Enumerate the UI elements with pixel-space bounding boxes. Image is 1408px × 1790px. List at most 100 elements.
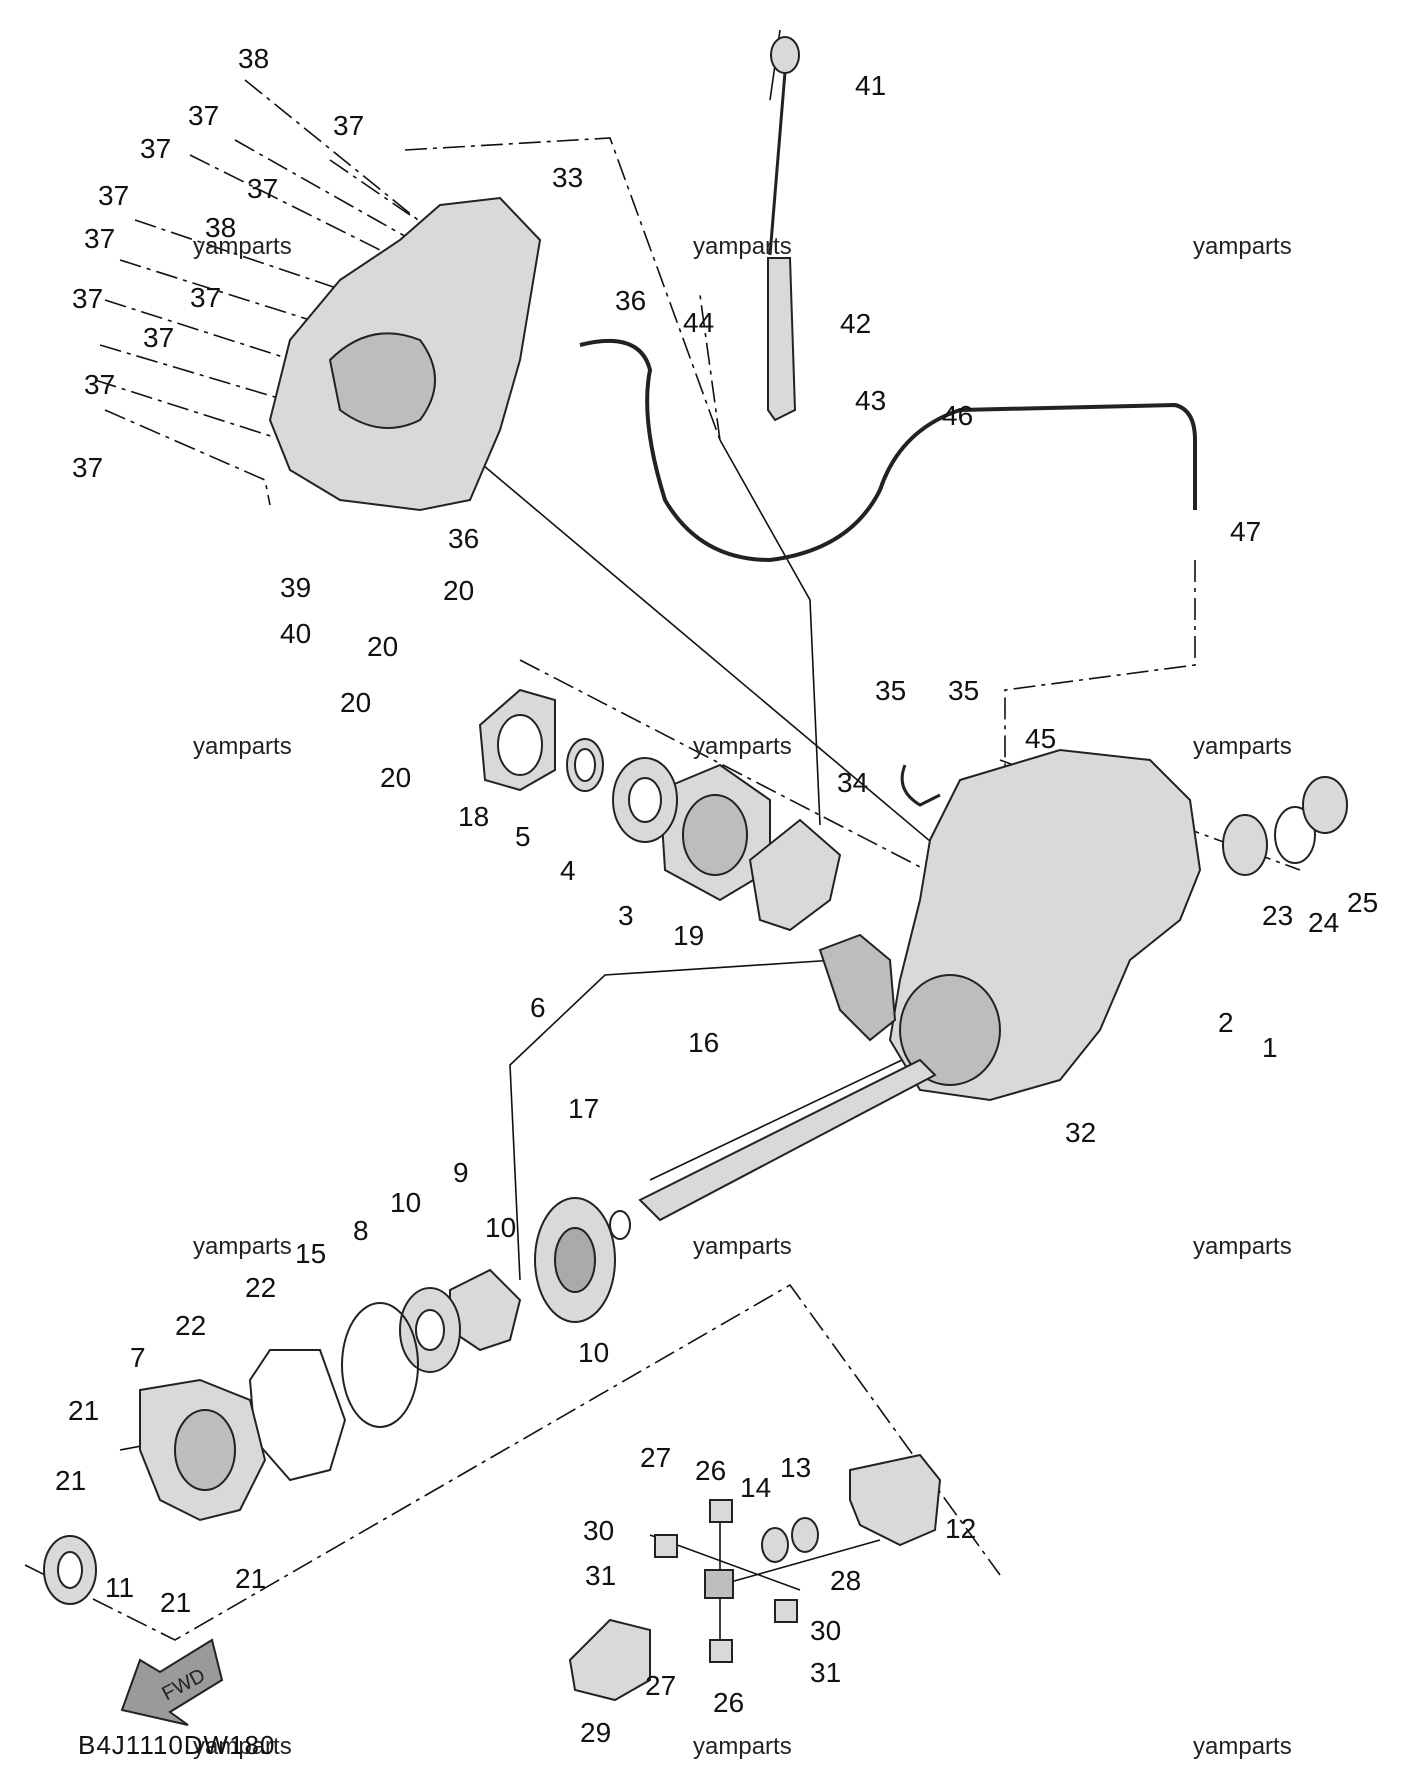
watermark: yamparts — [693, 1233, 792, 1260]
callout-label: 17 — [568, 1093, 599, 1124]
watermark: yamparts — [1193, 233, 1292, 260]
callout-label: 30 — [583, 1515, 614, 1546]
callout-label: 41 — [855, 70, 886, 101]
clamp-part-34 — [900, 764, 941, 807]
callout-label: 46 — [942, 400, 973, 431]
callout-label: 19 — [673, 920, 704, 951]
callout-label: 37 — [72, 452, 103, 483]
tube-part-42 — [767, 257, 797, 422]
callout-label: 26 — [713, 1687, 744, 1718]
cap-part-26-bottom — [709, 1639, 733, 1663]
callout-label: 1 — [1262, 1032, 1278, 1063]
callout-label: 36 — [615, 285, 646, 316]
callout-label: 20 — [367, 631, 398, 662]
callout-label: 39 — [280, 572, 311, 603]
callout-label: 10 — [578, 1337, 609, 1368]
cap-part-30-left — [654, 1534, 678, 1558]
callout-label: 38 — [238, 43, 269, 74]
pinion-gear — [818, 933, 897, 1042]
callout-label: 29 — [580, 1717, 611, 1748]
dipstick-cap-41 — [770, 36, 800, 74]
callout-label: 20 — [340, 687, 371, 718]
callout-label: 37 — [143, 322, 174, 353]
watermark: yamparts — [1193, 733, 1292, 760]
callout-label: 23 — [1262, 900, 1293, 931]
callout-label: 31 — [810, 1657, 841, 1688]
cap-part-26-top — [709, 1499, 733, 1523]
callout-label: 37 — [188, 100, 219, 131]
callout-label: 7 — [130, 1342, 146, 1373]
seal-part-23 — [1222, 814, 1268, 876]
callout-label: 34 — [837, 767, 868, 798]
callout-label: 37 — [98, 180, 129, 211]
callout-label: 28 — [830, 1565, 861, 1596]
callout-label: 10 — [390, 1187, 421, 1218]
washer-part-14 — [761, 1527, 789, 1563]
callout-label: 37 — [247, 173, 278, 204]
callout-label: 35 — [948, 675, 979, 706]
yoke-part-29 — [568, 1618, 651, 1702]
yoke-part-12 — [849, 1453, 942, 1547]
callout-label: 11 — [105, 1572, 134, 1603]
callout-label: 40 — [280, 618, 311, 649]
callout-label: 6 — [530, 992, 546, 1023]
watermark: yamparts — [193, 733, 292, 760]
callout-label: 42 — [840, 308, 871, 339]
gasket-part-19 — [748, 818, 842, 932]
diagram-code: B4J1110DW180 — [78, 1730, 276, 1760]
watermark: yamparts — [693, 233, 792, 260]
callout-label: 31 — [585, 1560, 616, 1591]
callout-label: 24 — [1308, 907, 1339, 938]
washer-part-13 — [791, 1517, 819, 1553]
callout-label: 37 — [190, 282, 221, 313]
cap-part-30-right — [774, 1599, 798, 1623]
watermark: yamparts — [1193, 1233, 1292, 1260]
callout-label: 16 — [688, 1027, 719, 1058]
watermark: yamparts — [693, 733, 792, 760]
callout-label: 12 — [945, 1513, 976, 1544]
watermark: yamparts — [193, 1733, 292, 1760]
callout-label: 20 — [380, 762, 411, 793]
gasket-part-22 — [248, 1349, 347, 1482]
seal-part-25 — [1302, 776, 1348, 834]
callout-label: 21 — [235, 1563, 266, 1594]
callout-label: 45 — [1025, 723, 1056, 754]
callout-label: 33 — [552, 162, 583, 193]
callout-label: 18 — [458, 801, 489, 832]
callout-label: 43 — [855, 385, 886, 416]
callout-label: 21 — [55, 1465, 86, 1496]
callout-label: 37 — [140, 133, 171, 164]
parts — [43, 36, 1348, 1702]
watermark: yamparts — [1193, 1733, 1292, 1760]
spider-part-28 — [704, 1569, 734, 1599]
callout-label: 2 — [1218, 1007, 1234, 1038]
watermark: yamparts — [193, 1233, 292, 1260]
callout-label: 47 — [1230, 516, 1261, 547]
callout-label: 3 — [618, 900, 634, 931]
callout-label: 13 — [780, 1452, 811, 1483]
fwd-arrow: FWD — [120, 1638, 224, 1726]
callout-label: 22 — [245, 1272, 276, 1303]
callout-label: 37 — [333, 110, 364, 141]
shaft-part-16 — [638, 1058, 937, 1222]
callout-label: 36 — [448, 523, 479, 554]
watermark: yamparts — [193, 233, 292, 260]
callout-label: 10 — [485, 1212, 516, 1243]
callout-label: 22 — [175, 1310, 206, 1341]
callout-label: 21 — [160, 1587, 191, 1618]
callout-label: 15 — [295, 1238, 326, 1269]
callout-label: 27 — [645, 1670, 676, 1701]
watermark: yamparts — [693, 1733, 792, 1760]
hose-part-46 — [579, 338, 1197, 563]
callout-label: 4 — [560, 855, 576, 886]
callout-label: 25 — [1347, 887, 1378, 918]
callout-label: 37 — [84, 223, 115, 254]
callout-label: 37 — [84, 369, 115, 400]
callout-label: 14 — [740, 1472, 771, 1503]
callout-labels: 38 37 37 37 37 37 38 37 37 37 37 37 37 3… — [55, 43, 1378, 1748]
callout-label: 20 — [443, 575, 474, 606]
callout-label: 30 — [810, 1615, 841, 1646]
callout-label: 27 — [640, 1442, 671, 1473]
callout-label: 8 — [353, 1215, 369, 1246]
callout-label: 5 — [515, 821, 531, 852]
